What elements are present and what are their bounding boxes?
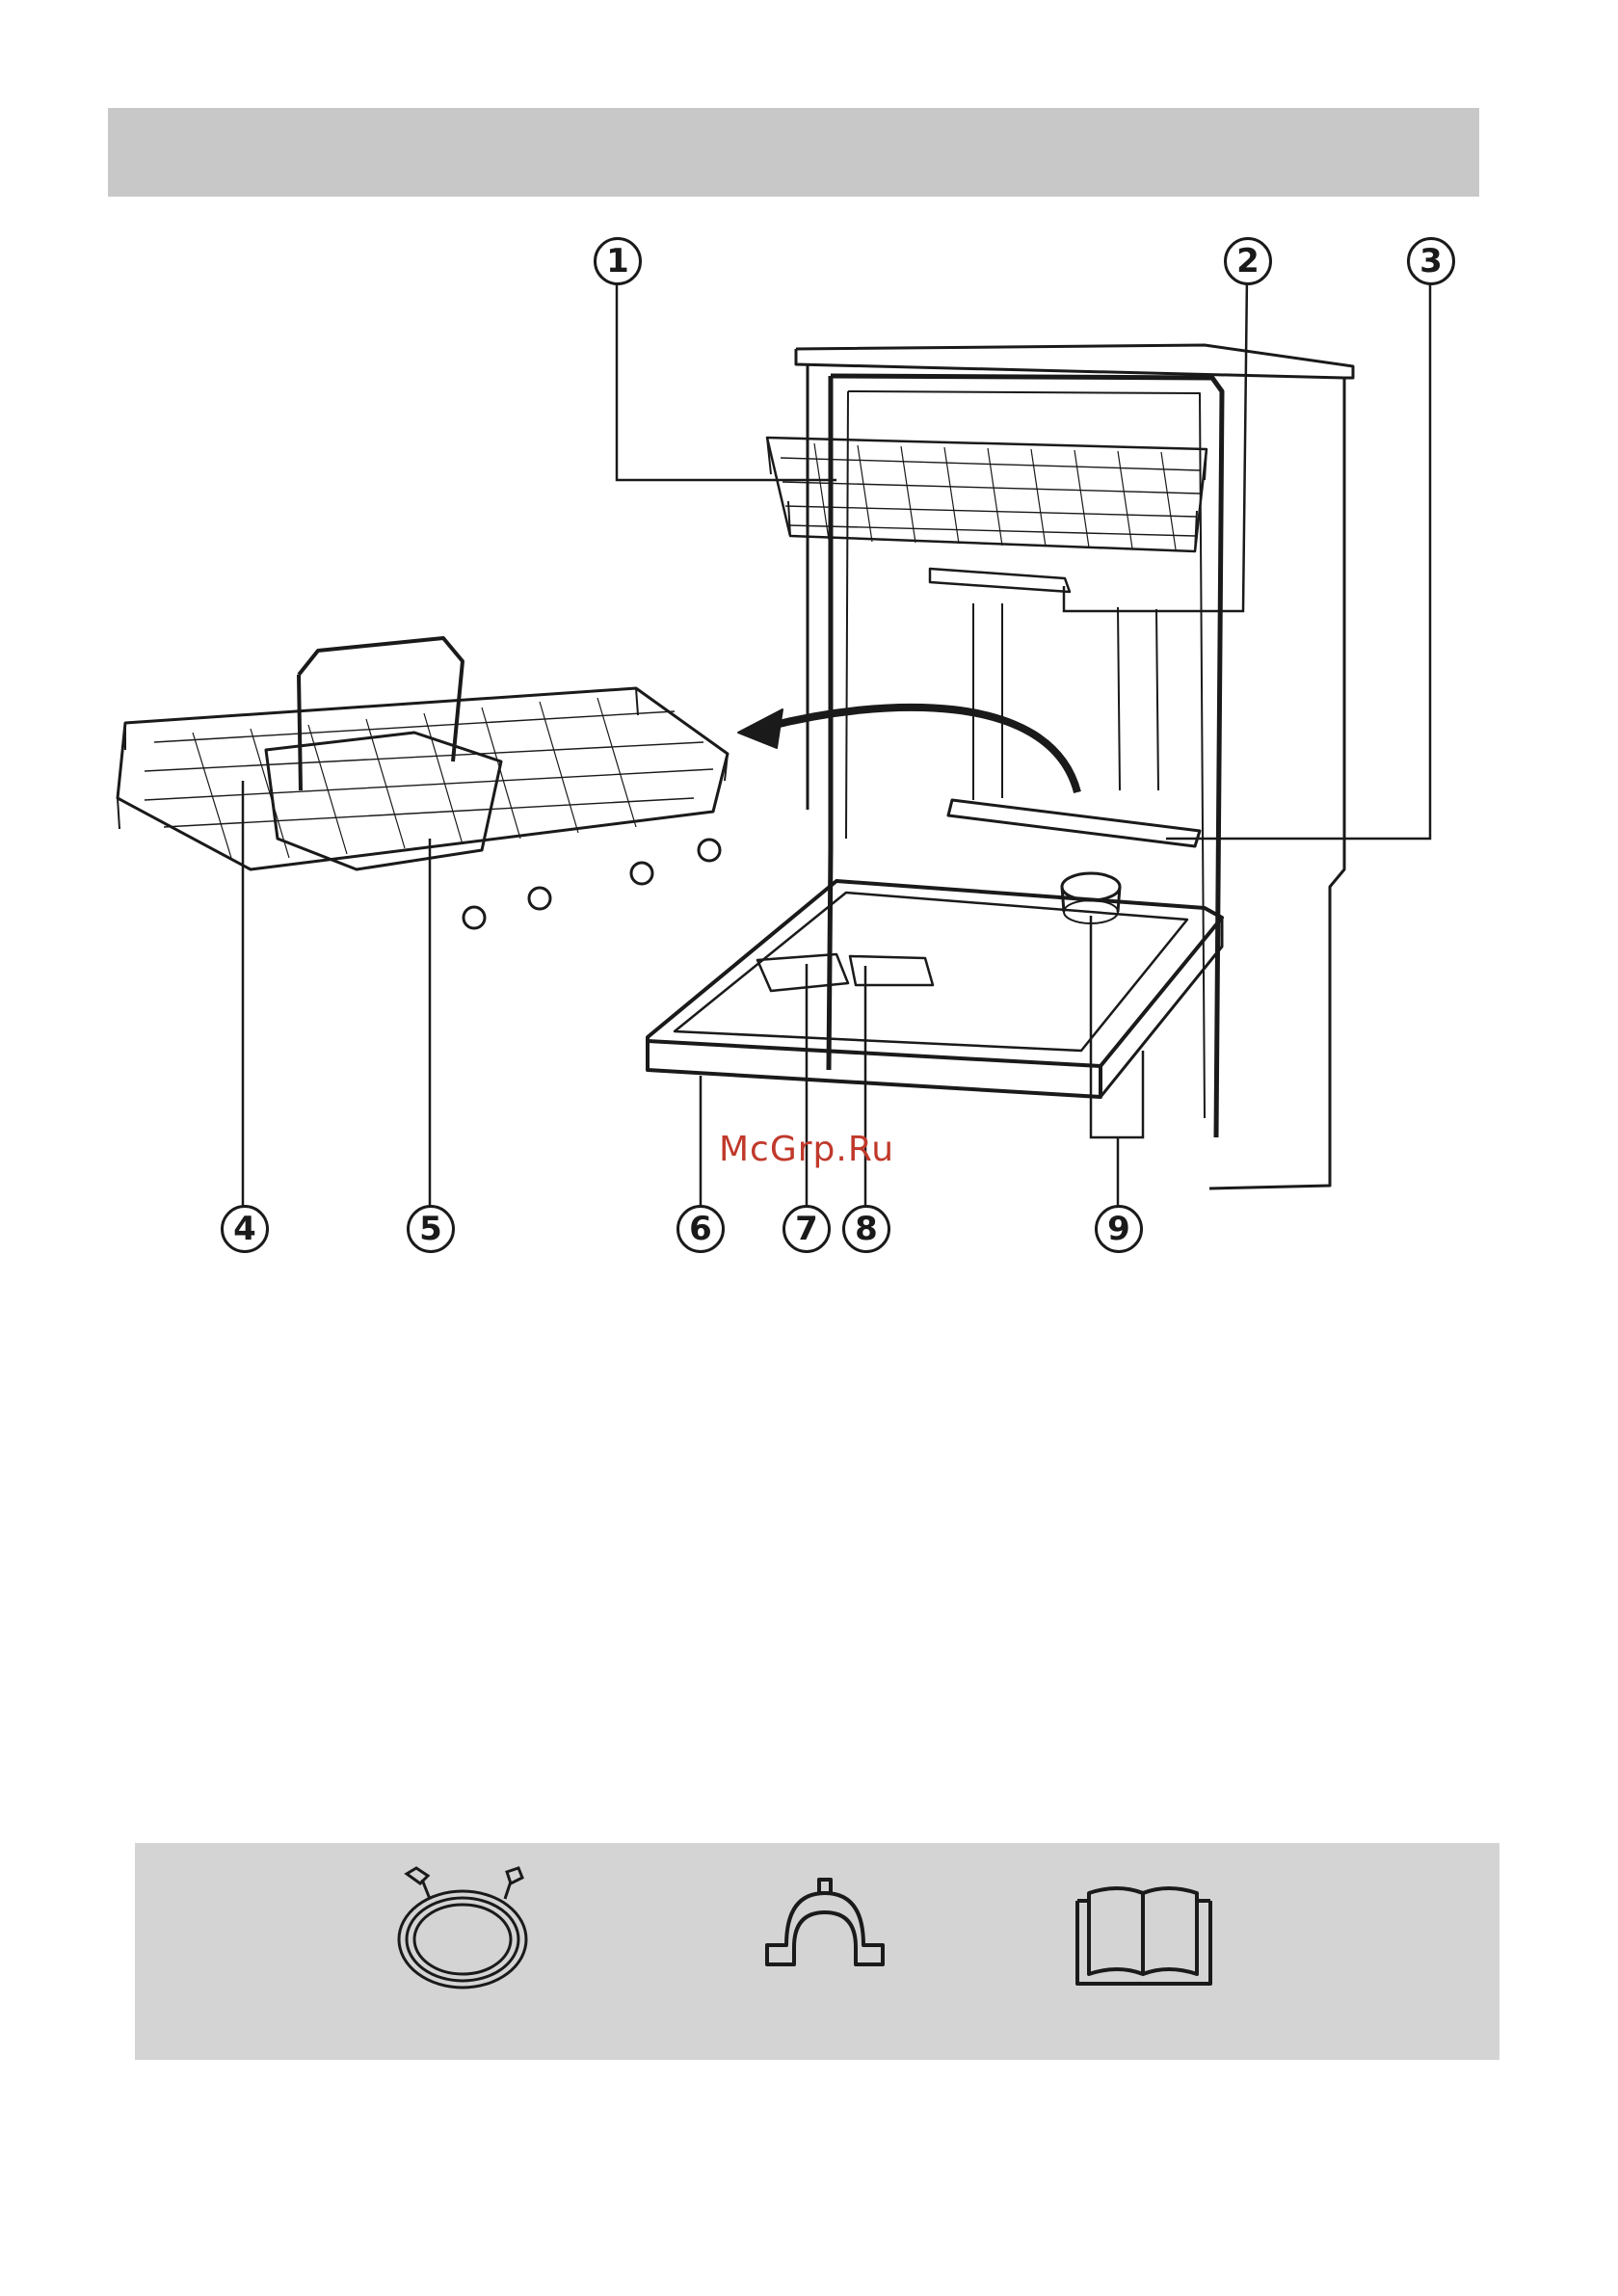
accessories-bar (135, 1843, 1499, 2060)
callout-6: 6 (676, 1205, 725, 1253)
header-bar (108, 108, 1479, 197)
dishwasher-diagram: 1 2 3 4 5 6 7 8 9 (0, 222, 1618, 1272)
callout-9: 9 (1095, 1205, 1143, 1253)
callout-4: 4 (221, 1205, 269, 1253)
callout-5: 5 (407, 1205, 455, 1253)
clip-icon (748, 1855, 902, 1999)
manual-book-icon (1066, 1855, 1220, 1999)
callout-7: 7 (782, 1205, 831, 1253)
callout-8: 8 (842, 1205, 890, 1253)
callout-1: 1 (594, 237, 642, 285)
callout-2: 2 (1224, 237, 1272, 285)
dishwasher-drawing (0, 222, 1618, 1272)
watermark-text: McGrp.Ru (719, 1130, 894, 1169)
hose-icon (387, 1855, 542, 1999)
callout-3: 3 (1407, 237, 1455, 285)
